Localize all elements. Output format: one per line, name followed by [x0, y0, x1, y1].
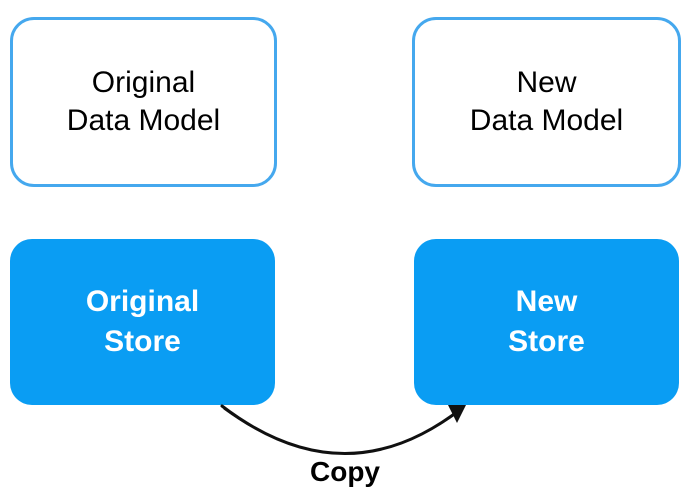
- new-data-model-box: New Data Model: [412, 17, 681, 187]
- original-data-model-label: Original Data Model: [66, 66, 221, 137]
- copy-arrow-curve-sketch: [223, 408, 461, 455]
- copy-arrow-curve: [220, 404, 464, 455]
- new-store-label: New Store: [508, 285, 585, 358]
- original-store-box: Original Store: [10, 239, 275, 405]
- original-data-model-box: Original Data Model: [10, 17, 277, 187]
- original-store-label: Original Store: [85, 285, 200, 358]
- copy-label: Copy: [310, 456, 380, 487]
- new-data-model-label: New Data Model: [469, 66, 624, 137]
- copy-arrowhead: [448, 405, 466, 423]
- new-store-box: New Store: [414, 239, 679, 405]
